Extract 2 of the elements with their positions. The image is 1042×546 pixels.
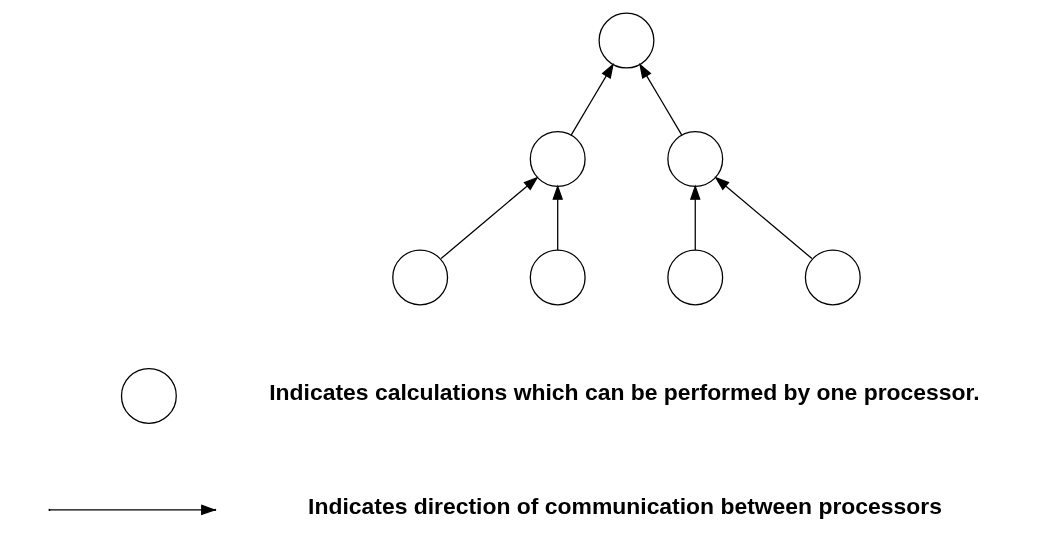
legend-label: Indicates direction of communication between processors xyxy=(307,493,942,520)
legend-label: Indicates calculations which can be performed by one processor. xyxy=(268,379,980,406)
